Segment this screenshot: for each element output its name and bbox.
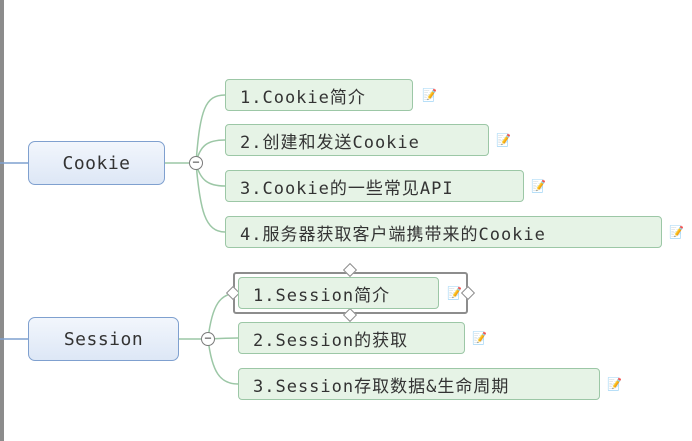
connector-session-3 [207, 338, 239, 385]
subtopic-cookie-create[interactable]: 2.创建和发送Cookie [225, 124, 489, 156]
connector-cookie-4 [195, 162, 226, 233]
canvas-left-edge [0, 0, 4, 441]
topic-session-label: Session [63, 328, 144, 350]
note-icon[interactable]: 📝 [472, 331, 487, 345]
note-icon[interactable]: 📝 [607, 377, 622, 391]
subtopic-session-get[interactable]: 2.Session的获取 [238, 322, 465, 354]
subtopic-label: 3.Session存取数据&生命周期 [253, 376, 510, 397]
collapse-minus-icon[interactable]: − [189, 156, 203, 170]
topic-cookie-label: Cookie [62, 152, 131, 174]
subtopic-label: 1.Cookie简介 [240, 87, 366, 108]
subtopic-label: 2.创建和发送Cookie [240, 132, 420, 153]
subtopic-label: 2.Session的获取 [253, 330, 409, 351]
note-icon[interactable]: 📝 [447, 286, 462, 300]
subtopic-session-intro[interactable]: 1.Session简介 [238, 277, 439, 309]
subtopic-cookie-server[interactable]: 4.服务器获取客户端携带来的Cookie [225, 216, 662, 248]
note-icon[interactable]: 📝 [422, 88, 437, 102]
note-icon[interactable]: 📝 [496, 133, 511, 147]
subtopic-label: 4.服务器获取客户端携带来的Cookie [240, 224, 546, 245]
subtopic-label: 3.Cookie的一些常见API [240, 178, 454, 199]
note-icon[interactable]: 📝 [669, 225, 684, 239]
connector-cookie-1 [195, 94, 226, 164]
subtopic-session-data[interactable]: 3.Session存取数据&生命周期 [238, 368, 600, 400]
note-icon[interactable]: 📝 [531, 179, 546, 193]
collapse-minus-icon[interactable]: − [201, 332, 215, 346]
subtopic-label: 1.Session简介 [253, 285, 391, 306]
subtopic-cookie-api[interactable]: 3.Cookie的一些常见API [225, 170, 524, 202]
topic-cookie[interactable]: Cookie [28, 141, 165, 185]
subtopic-cookie-intro[interactable]: 1.Cookie简介 [225, 79, 413, 111]
topic-session[interactable]: Session [28, 317, 179, 361]
